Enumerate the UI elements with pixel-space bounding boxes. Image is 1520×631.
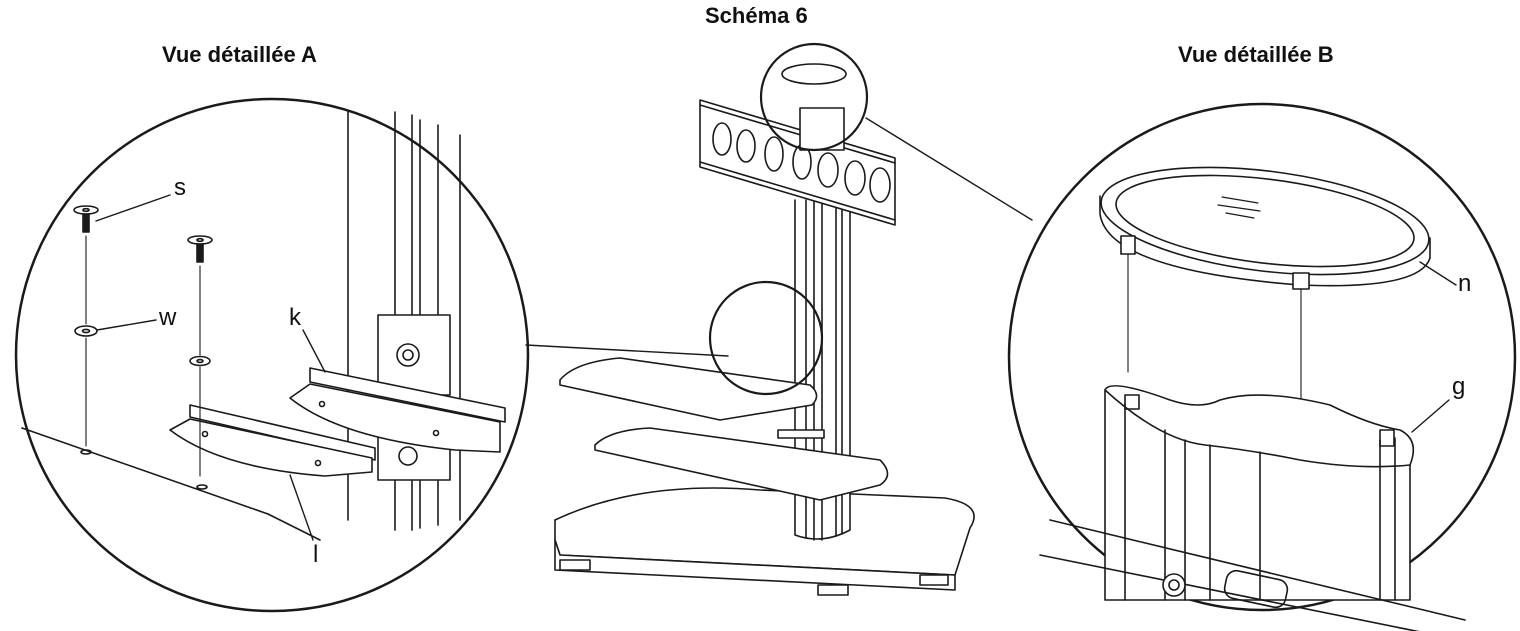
washer-w-1 [74, 325, 98, 337]
screw-s-2 [187, 235, 213, 263]
detail-b-title: Vue détaillée B [1178, 42, 1334, 67]
label-l: l [313, 541, 319, 568]
lower-bracket [777, 429, 825, 439]
bracket-k [289, 367, 506, 453]
label-s: s [174, 174, 186, 201]
cap-logo [1217, 196, 1261, 219]
detail-a-view [14, 97, 729, 613]
main-stand [554, 42, 975, 596]
label-k: k [289, 304, 301, 331]
hole-marker [80, 449, 92, 455]
figure-title: Schéma 6 [705, 3, 808, 28]
cap-n [1099, 166, 1431, 290]
glass-shelf-lower [594, 427, 889, 501]
detail-a-marker-circle [708, 280, 824, 396]
detail-b-view [865, 102, 1517, 631]
label-n: n [1458, 270, 1472, 297]
assembly-guide-lines [85, 235, 201, 477]
label-w: w [159, 304, 177, 331]
detail-b-guide-lines [1127, 253, 1302, 406]
hole-marker [196, 484, 208, 490]
label-g: g [1452, 373, 1466, 400]
detail-a-clamp-upper [377, 314, 451, 396]
detail-a-leader-lines [95, 194, 326, 541]
detail-b-marker-circle [759, 42, 869, 152]
tv-mount-plate [699, 99, 896, 226]
pole-top-g [1104, 384, 1415, 601]
glass-shelf-upper [559, 357, 818, 421]
washer-w-2 [189, 355, 211, 367]
detail-a-title: Vue détaillée A [162, 42, 317, 67]
shelf-l [169, 404, 376, 477]
stand-pole-cap [781, 63, 847, 151]
detail-b-leader-lines [1411, 261, 1457, 433]
screw-s-1 [73, 205, 99, 233]
mount-plate-edge [1039, 519, 1466, 631]
stand-base [554, 487, 975, 596]
